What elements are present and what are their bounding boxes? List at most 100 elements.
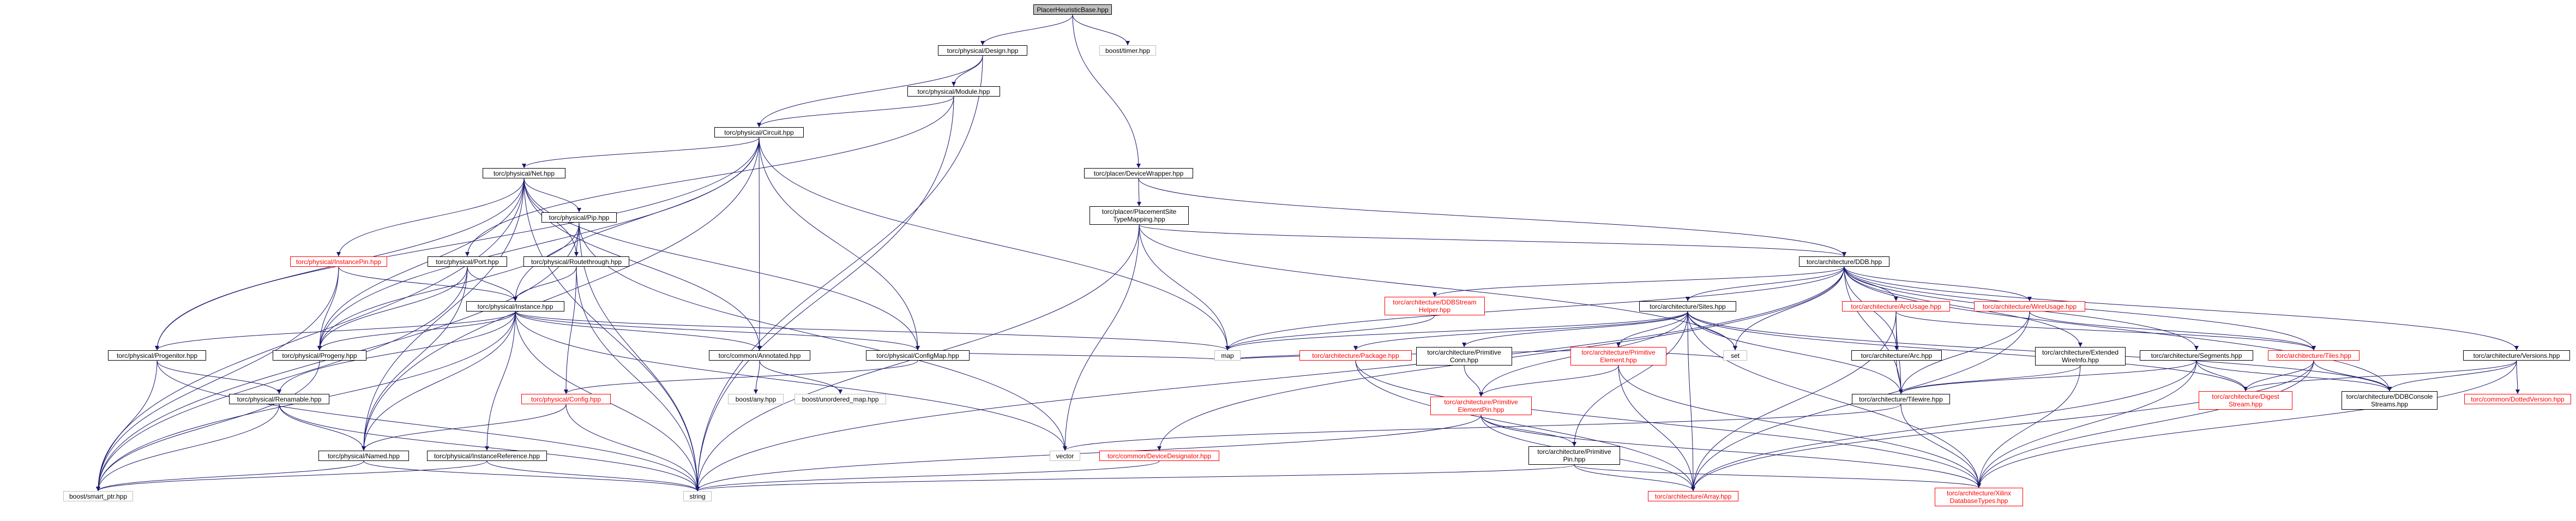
edge-versions-to-ddbconsole <box>2387 360 2517 392</box>
node-versions[interactable]: torc/architecture/Versions.hpp <box>2463 350 2570 361</box>
node-root[interactable]: PlacerHeuristicBase.hpp <box>1033 4 1112 15</box>
node-package[interactable]: torc/architecture/Package.hpp <box>1299 350 1412 361</box>
edge-instref-to-string <box>486 460 700 492</box>
node-config[interactable]: torc/physical/Config.hpp <box>521 394 611 404</box>
edge-progenitor-to-smartptr <box>96 360 158 492</box>
node-instancepin[interactable]: torc/physical/InstancePin.hpp <box>290 256 387 267</box>
node-configmap[interactable]: torc/physical/ConfigMap.hpp <box>866 350 970 361</box>
node-port[interactable]: torc/physical/Port.hpp <box>428 256 507 267</box>
edge-instancepin-to-progeny <box>317 266 339 351</box>
edge-named-to-smartptr <box>96 460 364 492</box>
edge-progenitor-to-string <box>157 360 700 492</box>
edge-net-to-pip <box>523 178 581 213</box>
node-primelementpin[interactable]: torc/architecture/Primitive ElementPin.h… <box>1430 397 1532 415</box>
node-named[interactable]: torc/physical/Named.hpp <box>318 451 409 461</box>
edge-sites-to-xilinxtypes <box>1687 311 1981 488</box>
edge-tiles-to-ddbconsole <box>2313 360 2392 392</box>
node-wireusage[interactable]: torc/architecture/WireUsage.hpp <box>1974 301 2085 312</box>
node-renamable[interactable]: torc/physical/Renamable.hpp <box>229 394 329 404</box>
node-any[interactable]: boost/any.hpp <box>728 394 784 404</box>
edge-net-to-progeny <box>317 178 525 351</box>
edge-port-to-smartptr <box>96 266 468 492</box>
node-timer[interactable]: boost/timer.hpp <box>1099 45 1156 56</box>
node-vector[interactable]: vector <box>1050 451 1080 461</box>
edge-versions-to-dottedversion <box>2515 360 2520 394</box>
node-ddbconsole[interactable]: torc/architecture/DDBConsole Streams.hpp <box>2342 391 2437 410</box>
edge-port-to-instance <box>467 266 517 302</box>
edge-instance-to-map <box>515 311 1230 351</box>
node-dottedversion[interactable]: torc/common/DottedVersion.hpp <box>2464 394 2571 404</box>
edge-design-to-circuit <box>757 55 983 128</box>
node-segments[interactable]: torc/architecture/Segments.hpp <box>2140 350 2253 361</box>
node-instref[interactable]: torc/physical/InstanceReference.hpp <box>427 451 547 461</box>
edge-arcusage-to-tiles <box>1895 311 2316 351</box>
edge-annotated-to-unordered <box>759 360 842 394</box>
node-ddbstream[interactable]: torc/architecture/DDBStream Helper.hpp <box>1385 297 1485 315</box>
node-progeny[interactable]: torc/physical/Progeny.hpp <box>273 350 366 361</box>
edge-sites-to-map <box>1225 311 1688 351</box>
edge-segments-to-tilewire <box>1899 360 2197 394</box>
node-primconn[interactable]: torc/architecture/Primitive Conn.hpp <box>1416 347 1512 366</box>
edge-extwireinfo-to-tilewire <box>1899 365 2081 394</box>
edge-devdesignator-to-string <box>695 460 1160 492</box>
edge-package-to-xilinxtypes <box>1355 360 1981 488</box>
edge-ddb-to-string <box>695 266 1845 492</box>
edge-instancepin-to-smartptr <box>96 266 339 492</box>
node-routethrough[interactable]: torc/physical/Routethrough.hpp <box>523 256 629 267</box>
edge-module-to-port <box>465 96 954 257</box>
edge-net-to-string <box>523 178 700 492</box>
node-placementsite[interactable]: torc/placer/PlacementSite TypeMapping.hp… <box>1090 206 1189 225</box>
node-instance[interactable]: torc/physical/Instance.hpp <box>466 301 564 312</box>
node-set[interactable]: set <box>1723 350 1747 361</box>
node-primpin[interactable]: torc/architecture/Primitive Pin.hpp <box>1528 446 1620 465</box>
node-devicewrapper[interactable]: torc/placer/DeviceWrapper.hpp <box>1084 168 1193 178</box>
node-extwireinfo[interactable]: torc/architecture/Extended WireInfo.hpp <box>2035 347 2126 366</box>
node-circuit[interactable]: torc/physical/Circuit.hpp <box>714 127 804 137</box>
edge-ddb-to-ddbconsole <box>1844 266 2392 392</box>
node-array[interactable]: torc/architecture/Array.hpp <box>1648 491 1738 501</box>
node-tiles[interactable]: torc/architecture/Tiles.hpp <box>2268 350 2360 361</box>
edge-tilewire-to-vector <box>1063 404 1901 451</box>
node-annotated[interactable]: torc/common/Annotated.hpp <box>709 350 810 361</box>
edge-arcusage-to-array <box>1691 311 1897 492</box>
node-arc[interactable]: torc/architecture/Arc.hpp <box>1851 350 1942 361</box>
node-module[interactable]: torc/physical/Module.hpp <box>907 86 1000 97</box>
edge-ddbstream-to-map <box>1225 315 1435 351</box>
edge-circuit-to-net <box>522 137 760 169</box>
node-progenitor[interactable]: torc/physical/Progenitor.hpp <box>108 350 206 361</box>
edge-net-to-smartptr <box>96 178 525 492</box>
edge-sites-to-digeststream <box>1687 311 2248 392</box>
node-smartptr[interactable]: boost/smart_ptr.hpp <box>63 491 133 501</box>
edge-devicewrapper-to-ddb <box>1138 178 1846 257</box>
edge-instance-to-renamable <box>277 311 516 394</box>
node-devdesignator[interactable]: torc/common/DeviceDesignator.hpp <box>1099 451 1219 461</box>
node-primelement[interactable]: torc/architecture/Primitive Element.hpp <box>1570 347 1666 366</box>
edge-tiles-to-xilinxtypes <box>1977 360 2314 488</box>
edge-placementsite-to-set <box>1139 224 1737 351</box>
edge-instref-to-smartptr <box>96 460 487 492</box>
node-net[interactable]: torc/physical/Net.hpp <box>483 168 565 178</box>
node-sites[interactable]: torc/architecture/Sites.hpp <box>1639 301 1736 312</box>
node-tilewire[interactable]: torc/architecture/Tilewire.hpp <box>1852 394 1950 404</box>
edge-sites-to-primconn <box>1462 311 1688 348</box>
node-string[interactable]: string <box>683 491 712 501</box>
node-ddb[interactable]: torc/architecture/DDB.hpp <box>1799 256 1889 267</box>
node-unordered[interactable]: boost/unordered_map.hpp <box>795 394 886 404</box>
node-pip[interactable]: torc/physical/Pip.hpp <box>541 212 617 223</box>
edge-ddb-to-sites <box>1686 266 1845 302</box>
node-arcusage[interactable]: torc/architecture/ArcUsage.hpp <box>1842 301 1950 312</box>
edge-primelement-to-array <box>1618 365 1695 492</box>
edge-ddb-to-arcusage <box>1844 266 1898 302</box>
edge-instance-to-configmap <box>515 311 920 351</box>
edge-port-to-progeny <box>317 266 468 351</box>
edge-ddb-to-set <box>1733 266 1845 351</box>
edge-primpin-to-array <box>1574 464 1695 492</box>
node-design[interactable]: torc/physical/Design.hpp <box>938 45 1027 56</box>
node-xilinxtypes[interactable]: torc/architecture/Xilinx DatabaseTypes.h… <box>1935 488 2023 506</box>
node-digeststream[interactable]: torc/architecture/Digest Stream.hpp <box>2199 391 2292 410</box>
edge-sites-to-primelement <box>1616 311 1688 348</box>
edge-versions-to-xilinxtypes <box>1977 360 2517 488</box>
edge-renamable-to-string <box>279 404 700 492</box>
node-map[interactable]: map <box>1214 350 1241 361</box>
